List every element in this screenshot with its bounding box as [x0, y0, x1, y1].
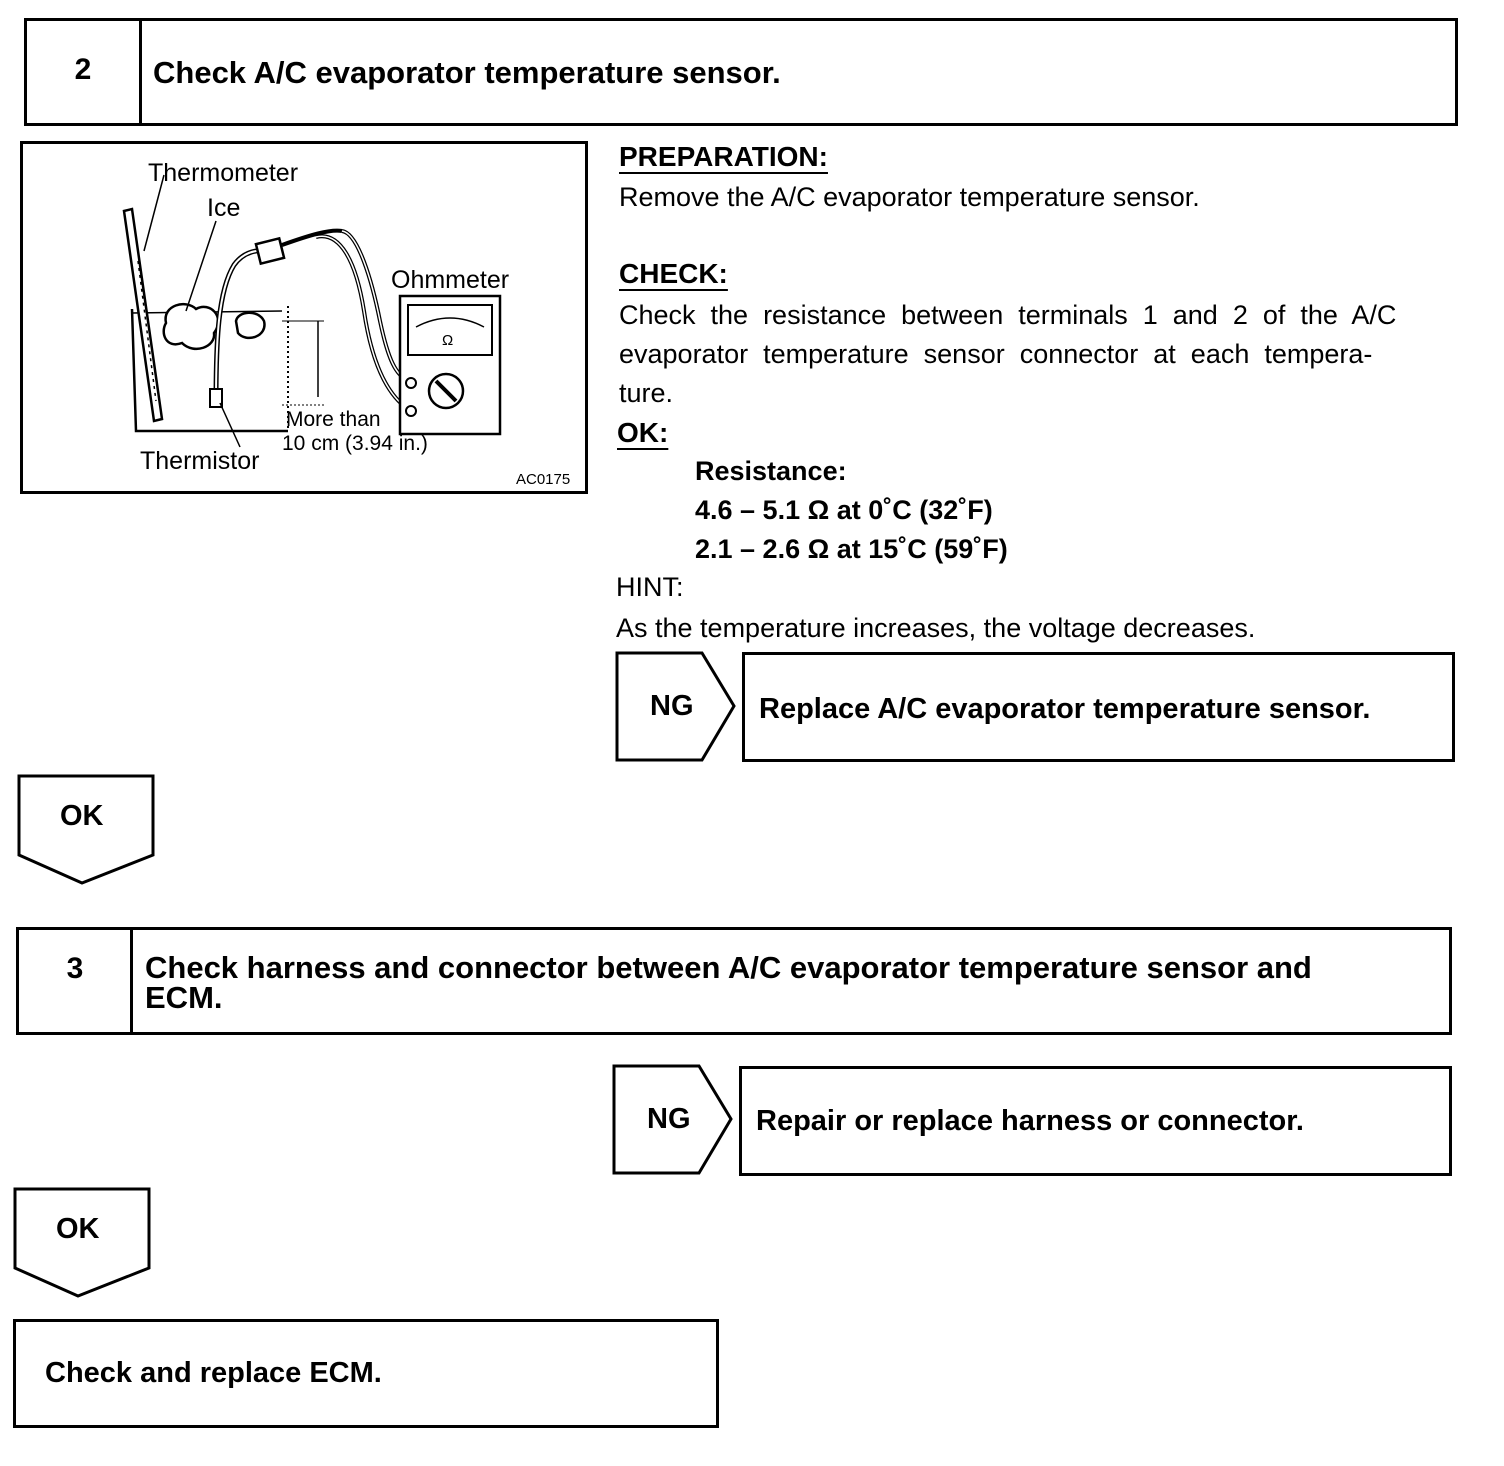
resistance-label: Resistance: [695, 456, 847, 486]
distance-label-1: More than [286, 408, 381, 431]
ng-arrow-2: NG [611, 1063, 737, 1176]
step-2-header: 2 Check A/C evaporator temperature senso… [24, 18, 1458, 126]
ok-tag: OK [60, 800, 104, 832]
ok-arrow-shape [13, 1187, 151, 1298]
ng-action-text: Replace A/C evaporator temperature senso… [759, 693, 1371, 725]
step-number: 3 [66, 952, 84, 985]
step-title-line-2: ECM. [145, 980, 223, 1015]
sensor-test-figure: Thermometer Ice Ohmmeter Ω More than 10 … [20, 141, 588, 494]
ng-arrow-1: NG [614, 650, 740, 763]
check-label: CHECK: [619, 258, 728, 289]
ok-arrow-shape [17, 774, 155, 885]
ng-action-box-2: Repair or replace harness or connector. [739, 1066, 1452, 1176]
ng-action-box-1: Replace A/C evaporator temperature senso… [742, 652, 1455, 762]
ice-label: Ice [207, 194, 240, 222]
ok-tag: OK [56, 1213, 100, 1245]
ok-spec-label: OK: [617, 417, 669, 448]
check-text-line-2: evaporator temperature sensor connector … [619, 339, 1373, 369]
ng-tag: NG [647, 1103, 691, 1135]
final-action-box: Check and replace ECM. [13, 1319, 719, 1428]
step-title-line-1: Check harness and connector between A/C … [145, 950, 1312, 985]
step-3-header: 3 Check harness and connector between A/… [16, 927, 1452, 1035]
step-title: Check A/C evaporator temperature sensor. [153, 55, 781, 90]
ng-arrow-shape [615, 651, 736, 762]
preparation-text: Remove the A/C evaporator temperature se… [619, 182, 1200, 212]
thermometer-label: Thermometer [148, 159, 298, 187]
resistance-value-2: 2.1 – 2.6 Ω at 15˚C (59˚F) [695, 534, 1008, 564]
ohmmeter-label: Ohmmeter [391, 266, 509, 294]
check-text-line-3: ture. [619, 378, 674, 408]
ng-action-text: Repair or replace harness or connector. [756, 1105, 1304, 1137]
figure-drawing: Thermometer Ice Ohmmeter Ω More than 10 … [20, 141, 588, 494]
ng-arrow-shape [612, 1064, 733, 1175]
hint-label: HINT: [616, 572, 684, 602]
final-action-text: Check and replace ECM. [45, 1357, 382, 1389]
resistance-value-1: 4.6 – 5.1 Ω at 0˚C (32˚F) [695, 495, 993, 525]
hint-text: As the temperature increases, the voltag… [616, 613, 1256, 643]
figure-code: AC0175 [516, 471, 570, 488]
step-divider [130, 930, 133, 1032]
ohm-symbol: Ω [442, 332, 453, 349]
distance-label-2: 10 cm (3.94 in.) [282, 432, 428, 455]
check-text-line-1: Check the resistance between terminals 1… [619, 300, 1397, 330]
ok-arrow-1: OK [16, 773, 158, 887]
step-divider [139, 21, 142, 123]
step-number: 2 [74, 53, 92, 86]
ng-tag: NG [650, 690, 694, 722]
thermistor-label: Thermistor [140, 447, 259, 475]
ok-arrow-2: OK [12, 1186, 154, 1300]
preparation-label: PREPARATION: [619, 141, 828, 172]
